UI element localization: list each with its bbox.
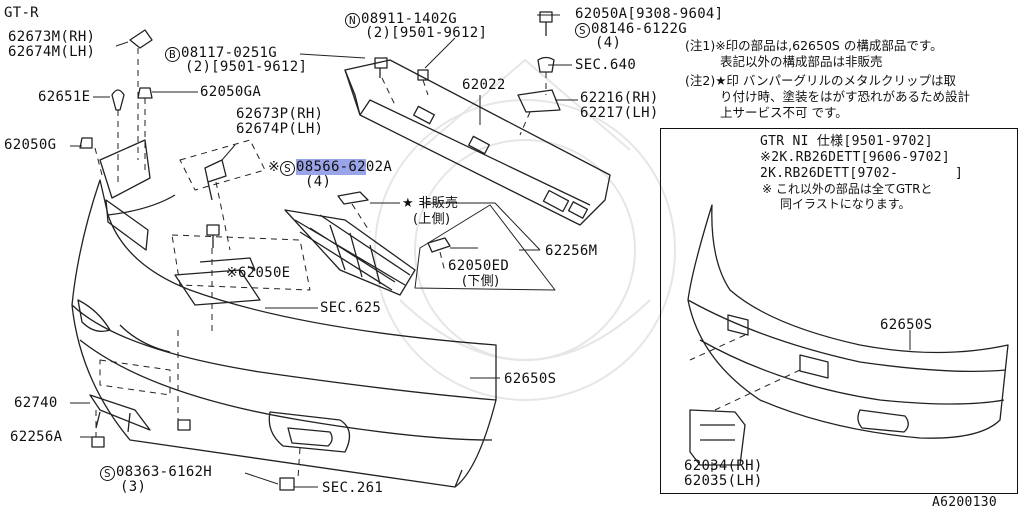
inset-leaders: [711, 330, 911, 472]
sec-625: SEC.625: [320, 300, 382, 316]
part-08363-qty: (3): [120, 479, 147, 495]
reinforcement-62022: [344, 59, 611, 226]
not-for-sale-text: 非販売: [418, 196, 459, 211]
inset-part-62035: 62035(LH): [684, 473, 763, 489]
grille-62256m: [284, 204, 556, 296]
part-62674m: 62674M(LH): [8, 44, 96, 60]
inset-line-1: GTR NI 仕様[9501-9702]: [760, 134, 933, 149]
sec-640: SEC.640: [575, 57, 637, 73]
part-08911-number: 08911-1402G: [361, 11, 458, 27]
note-1-line-2: 表記以外の構成部品は非販売: [720, 54, 883, 69]
inset-line-3: 2K.RB26DETT[9702- ]: [760, 166, 964, 181]
part-62651e: 62651E: [38, 89, 91, 105]
part-62050ed: 62050ED: [448, 258, 510, 274]
inset-part-62034: 62034(RH): [684, 458, 763, 474]
part-62650s: 62650S: [504, 371, 557, 387]
part-08117-qty: (2)[9501-9612]: [185, 59, 308, 75]
inset-variant-box: [660, 128, 1018, 494]
part-62050a: 62050A[9308-9604]: [575, 6, 724, 22]
part-08146-qty: (4): [595, 35, 622, 51]
dashed-guides: [94, 48, 547, 479]
s-symbol: S: [100, 466, 115, 481]
model-label: GT-R: [4, 5, 39, 21]
part-62673m: 62673M(RH): [8, 29, 96, 45]
note-2-line-3: 上サービス不可 です。: [720, 105, 848, 120]
note-2-line-1: (注2)★印 バンパーグリルのメタルクリップは取: [685, 73, 957, 88]
part-62217: 62217(LH): [580, 105, 659, 121]
part-62674p: 62674P(LH): [236, 121, 324, 137]
part-08363-number: 08363-6162H: [116, 464, 213, 480]
part-62050e: ※62050E: [226, 266, 290, 281]
not-for-sale-label: ★ 非販売: [402, 196, 458, 211]
inset-dashed-guides: [689, 334, 801, 411]
part-62050g: 62050G: [4, 137, 57, 153]
leader-lines: [70, 14, 578, 488]
part-08911-qty: (2)[9501-9612]: [365, 25, 488, 41]
part-62256a: 62256A: [10, 429, 63, 445]
spoiler-62740: [89, 394, 151, 433]
figure-id: A6200130: [932, 495, 998, 510]
part-62216: 62216(RH): [580, 90, 659, 106]
fasteners: [79, 11, 561, 491]
lower-side-label: (下側): [462, 274, 500, 289]
inset-line-5: 同イラストになります。: [780, 197, 911, 211]
bumper-fascia-62650s: [71, 179, 497, 488]
part-08566-qty: (4): [305, 174, 332, 190]
inset-part-62650s: 62650S: [880, 317, 933, 333]
part-62050e-number: 62050E: [238, 265, 291, 281]
s-symbol: S: [280, 161, 296, 176]
left-bracket: [99, 139, 151, 251]
inset-line-4: ※ これ以外の部品は全てGTRと: [762, 182, 933, 196]
bracket-sec625: [174, 257, 261, 306]
kome-symbol: ※: [268, 159, 281, 175]
upper-side-label: (上側): [413, 212, 451, 227]
part-08566-suffix: 02A: [365, 159, 393, 175]
watermark-emblem: [374, 59, 676, 401]
note-2-line-2: り付け時、塗装をはがす恐れがあるため設計: [720, 89, 971, 104]
n-symbol: N: [345, 13, 360, 28]
inset-line-2: ※2K.RB26DETT[9606-9702]: [760, 150, 950, 165]
b-symbol: B: [165, 47, 180, 62]
note-1-line-1: (注1)※印の部品は,62650S の構成部品です。: [685, 38, 943, 53]
sec-261: SEC.261: [322, 480, 384, 496]
inset-bumper-62650s: [687, 204, 1009, 466]
star-symbol: ★: [402, 196, 414, 211]
part-62256m: 62256M: [545, 243, 598, 259]
part-08566-highlighted: 08566-62: [296, 159, 366, 175]
part-08146-number: 08146-6122G: [591, 21, 688, 37]
part-62673p: 62673P(RH): [236, 106, 324, 122]
s-symbol: S: [575, 23, 590, 38]
part-62740: 62740: [14, 395, 58, 411]
kome-symbol: ※: [226, 265, 239, 281]
part-08117-number: 08117-0251G: [181, 45, 278, 61]
part-62022: 62022: [462, 77, 506, 93]
part-62050ga: 62050GA: [200, 84, 262, 100]
